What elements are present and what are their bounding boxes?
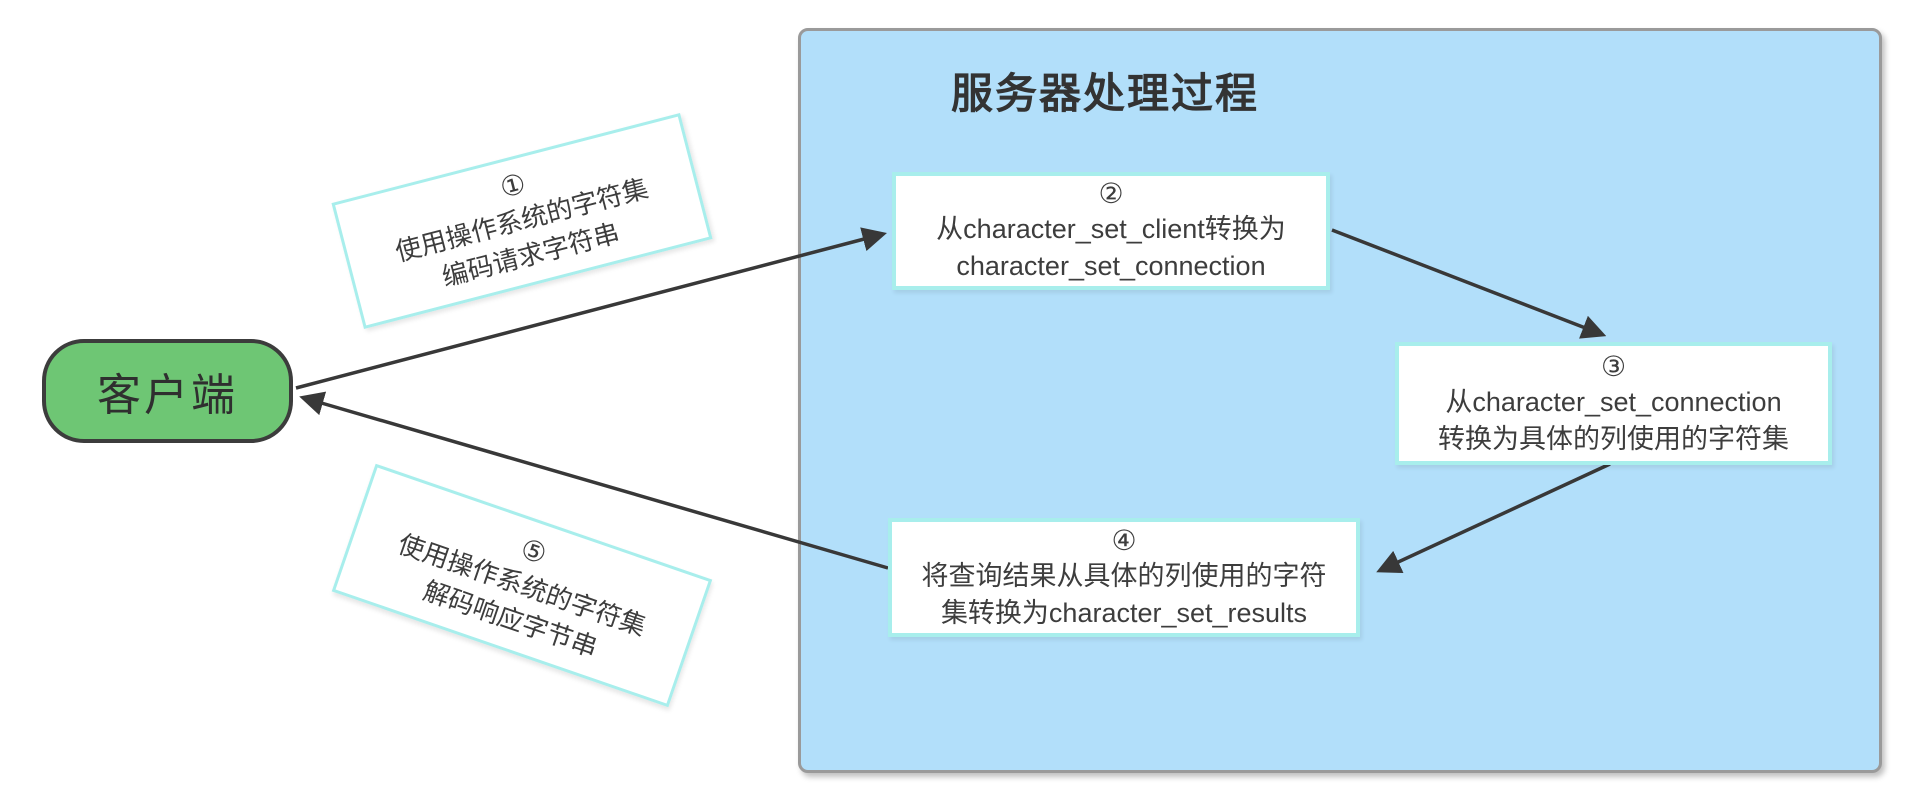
client-node: 客户端 [42,339,293,443]
arrow-step2-to-step3 [1331,228,1607,339]
step3-box: ③ 从character_set_connection 转换为具体的列使用的字符… [1395,342,1832,465]
arrow-step4-to-client [299,391,889,570]
step4-line2: 集转换为character_set_results [940,597,1308,628]
step2-line1: 从character_set_client转换为 [936,214,1286,244]
step2-line2: character_set_connection [956,251,1266,281]
step3-line1: 从character_set_connection [1445,386,1782,417]
client-label: 客户端 [97,371,238,420]
arrow-client-to-step2 [295,227,887,390]
step4-number: ④ [1111,524,1137,556]
step4-line1: 将查询结果从具体的列使用的字符 [921,560,1327,591]
step3-number: ③ [1600,350,1627,382]
step2-number: ② [1098,178,1124,209]
step4-box: ④ 将查询结果从具体的列使用的字符 集转换为character_set_resu… [888,518,1360,637]
step2-box: ② 从character_set_client转换为 character_set… [892,172,1330,290]
arrow-step3-to-step4 [1376,462,1611,574]
step3-line2: 转换为具体的列使用的字符集 [1438,423,1789,454]
server-panel-title: 服务器处理过程 [950,70,1259,117]
